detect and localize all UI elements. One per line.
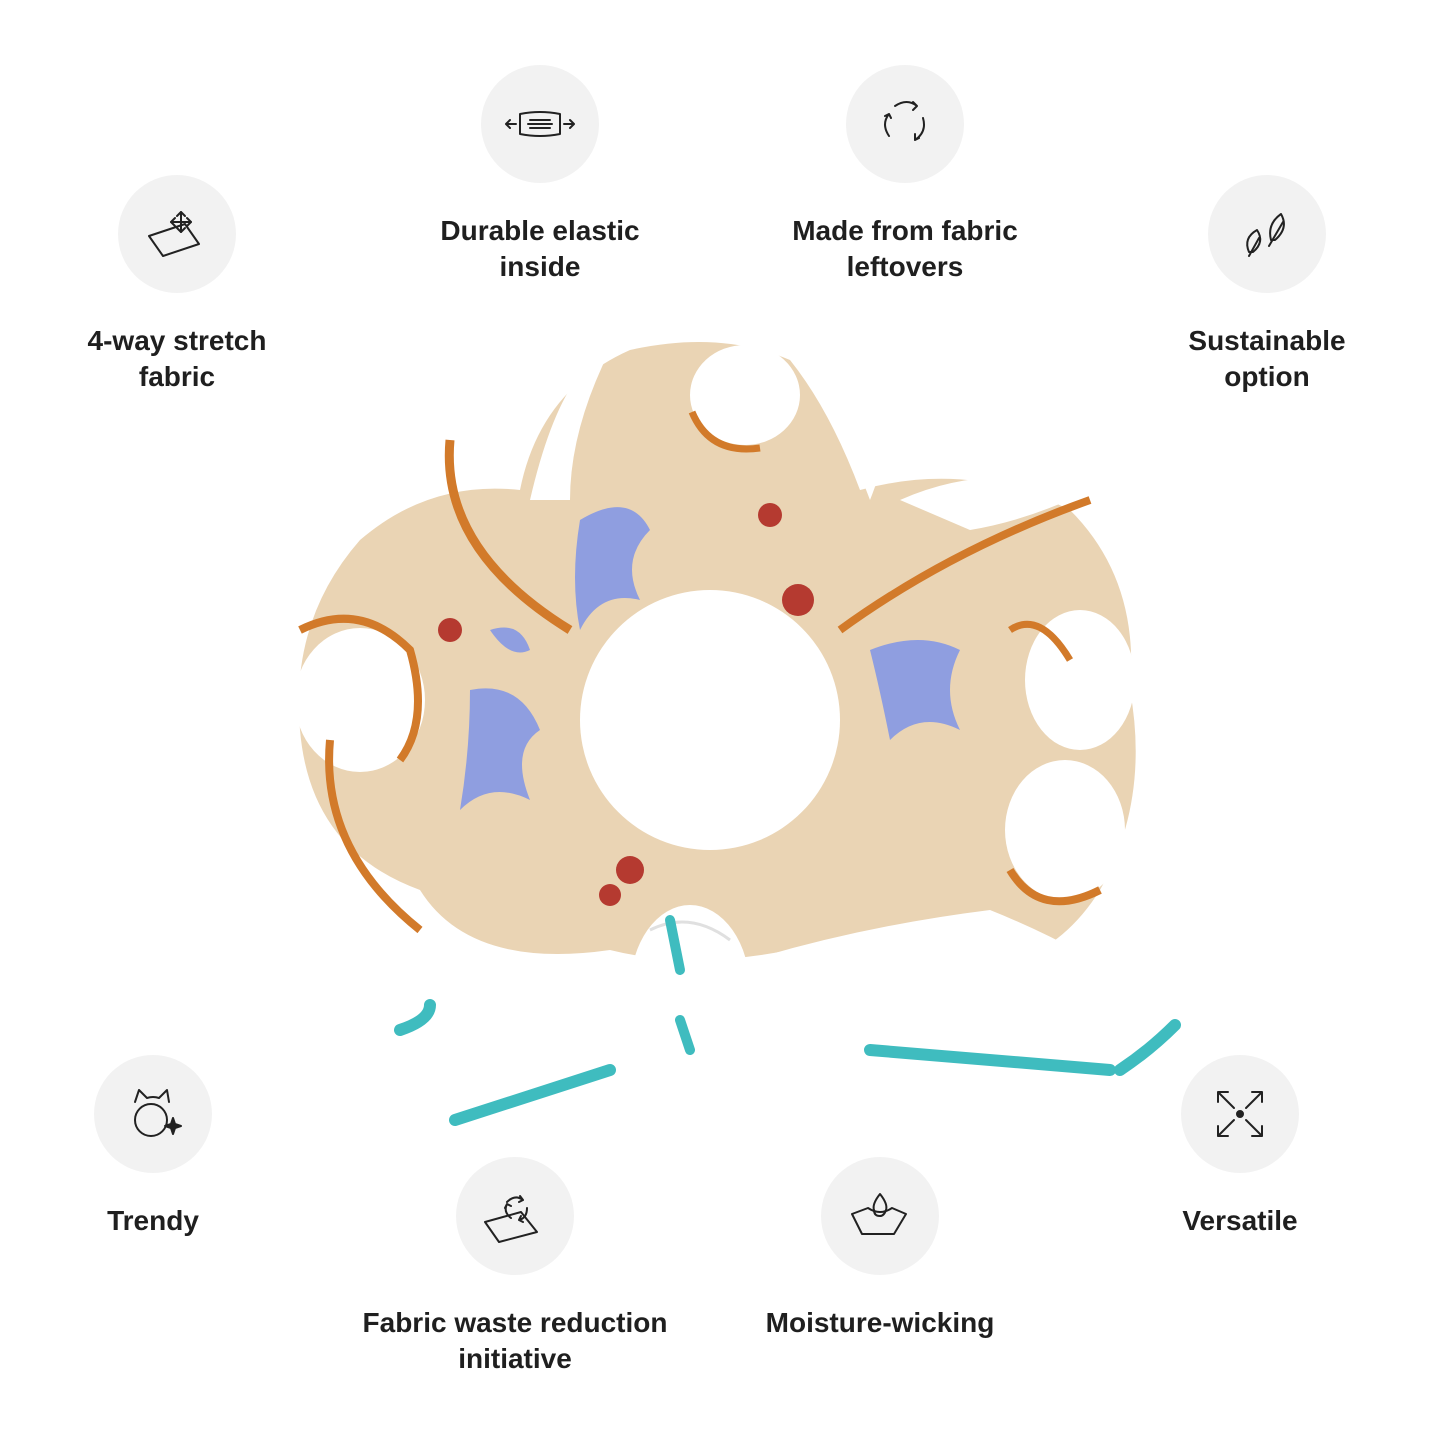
feature-moisture: Moisture-wicking bbox=[700, 1157, 1060, 1341]
scrunchie-bow bbox=[320, 905, 1181, 1150]
scrunchie-ring bbox=[295, 342, 1136, 990]
feature-versatile: Versatile bbox=[1060, 1055, 1420, 1239]
stretch-fabric-icon bbox=[118, 175, 236, 293]
water-drop-fabric-icon bbox=[821, 1157, 939, 1275]
feature-trendy-label: Trendy bbox=[107, 1205, 199, 1236]
expand-arrows-icon bbox=[1181, 1055, 1299, 1173]
feature-trendy: Trendy bbox=[0, 1055, 333, 1239]
feature-moisture-label: Moisture-wicking bbox=[765, 1307, 995, 1338]
cat-sparkle-icon bbox=[94, 1055, 212, 1173]
fabric-recycle-icon bbox=[456, 1157, 574, 1275]
elastic-band-icon bbox=[481, 65, 599, 183]
scrunchie-image bbox=[295, 342, 1181, 1150]
leaves-icon bbox=[1208, 175, 1326, 293]
recycle-arrows-icon bbox=[846, 65, 964, 183]
feature-versatile-label: Versatile bbox=[1182, 1205, 1298, 1236]
